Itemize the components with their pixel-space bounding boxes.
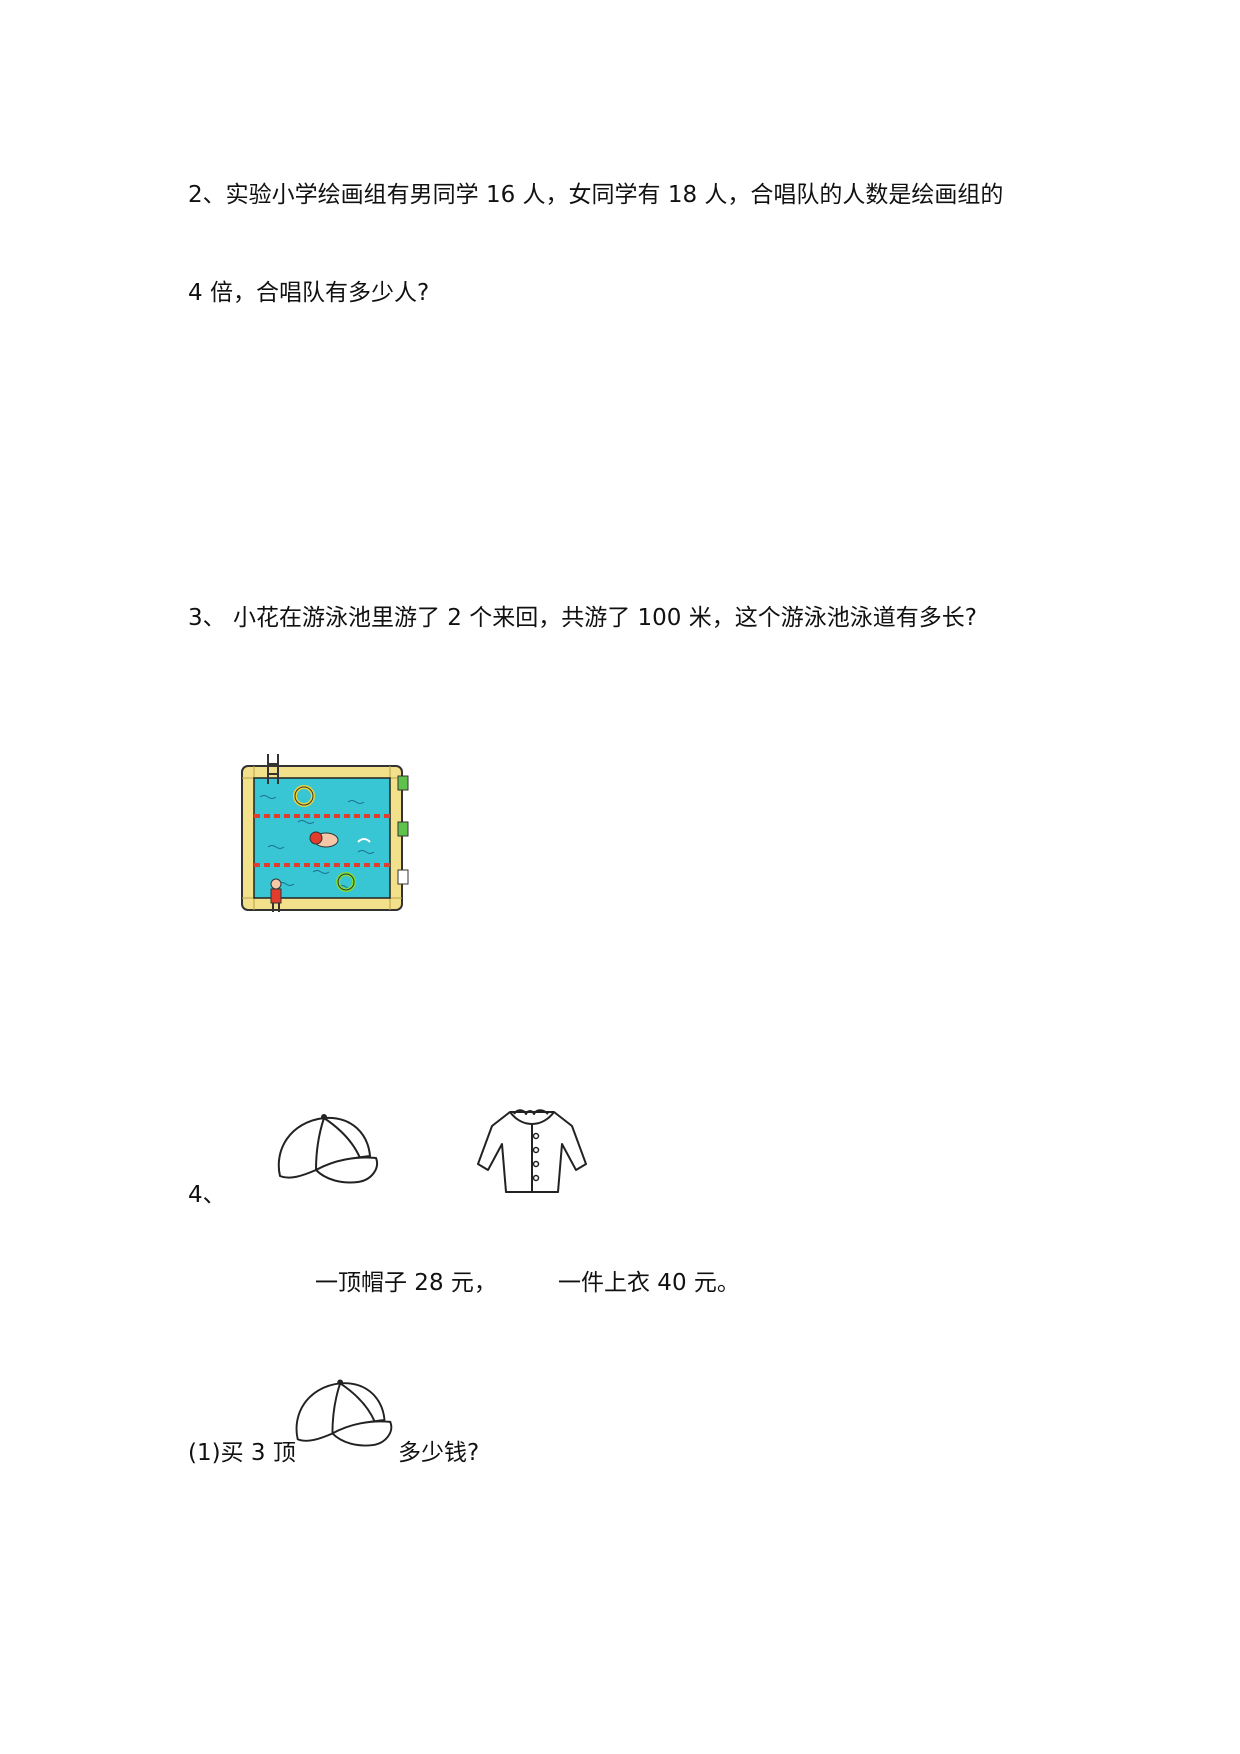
q4-number: 4、 bbox=[188, 1182, 226, 1208]
q4-sub1-prefix: (1)买 3 顶 bbox=[188, 1440, 296, 1466]
baseball-cap-icon-small bbox=[290, 1375, 398, 1463]
q2-line-2: 4 倍，合唱队有多少人? bbox=[188, 280, 430, 306]
baseball-cap-icon bbox=[272, 1110, 384, 1200]
q4-sub1-suffix: 多少钱? bbox=[398, 1440, 480, 1466]
q2-line-1: 2、实验小学绘画组有男同学 16 人，女同学有 18 人，合唱队的人数是绘画组的 bbox=[188, 182, 1004, 208]
jacket-icon bbox=[472, 1100, 592, 1200]
swimming-pool-icon bbox=[238, 752, 414, 914]
price-cap-text: 一顶帽子 28 元， bbox=[315, 1270, 497, 1296]
price-shirt-text: 一件上衣 40 元。 bbox=[558, 1270, 740, 1296]
q3-text: 3、 小花在游泳池里游了 2 个来回，共游了 100 米，这个游泳池泳道有多长? bbox=[188, 605, 977, 631]
